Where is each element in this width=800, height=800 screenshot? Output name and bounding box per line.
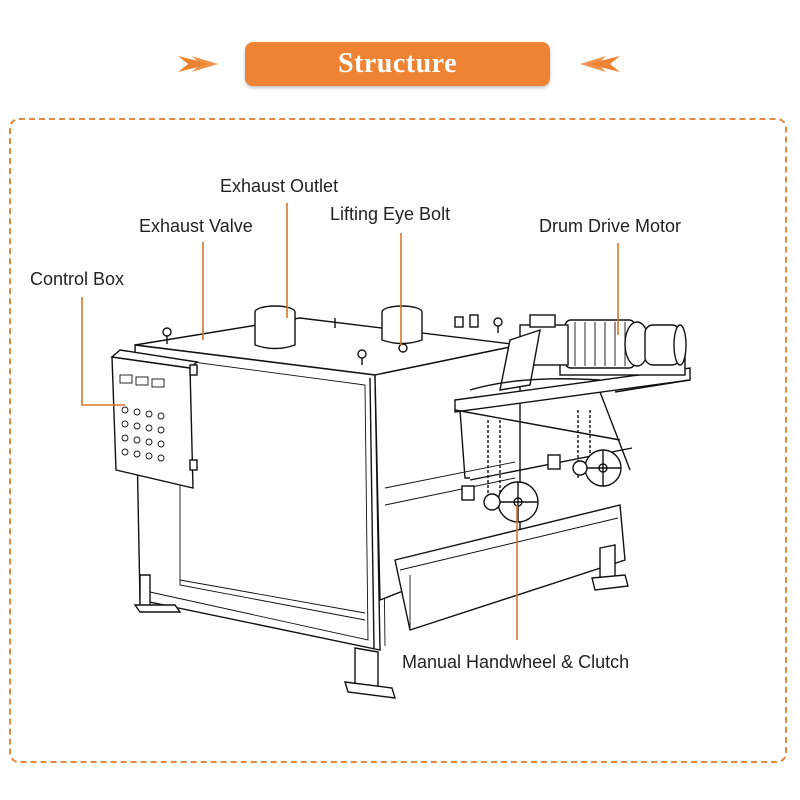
label-manual-handwheel: Manual Handwheel & Clutch <box>402 652 629 672</box>
exhaust-outlet-pipe <box>254 305 296 350</box>
label-lifting-eye-bolt: Lifting Eye Bolt <box>330 204 450 224</box>
leader-lines <box>81 203 619 640</box>
chains <box>487 410 591 500</box>
label-drum-drive-motor: Drum Drive Motor <box>539 216 681 236</box>
handwheel-rear <box>461 449 622 501</box>
label-control-box: Control Box <box>30 269 124 289</box>
header-title: Structure <box>337 48 458 79</box>
section-header: Structure <box>245 42 550 86</box>
right-arrow-icon <box>580 56 620 72</box>
exhaust-pipe-2 <box>381 305 423 345</box>
left-arrow-icon <box>178 56 218 72</box>
machine-body <box>133 317 629 699</box>
control-box <box>110 349 199 489</box>
handwheel-front <box>483 481 539 523</box>
eye-bolts <box>162 314 503 365</box>
label-exhaust-outlet: Exhaust Outlet <box>220 176 338 196</box>
drum-drive-motor <box>519 314 687 369</box>
diagram-frame <box>9 118 787 763</box>
belt-guard <box>469 328 601 391</box>
label-exhaust-valve: Exhaust Valve <box>139 216 253 236</box>
